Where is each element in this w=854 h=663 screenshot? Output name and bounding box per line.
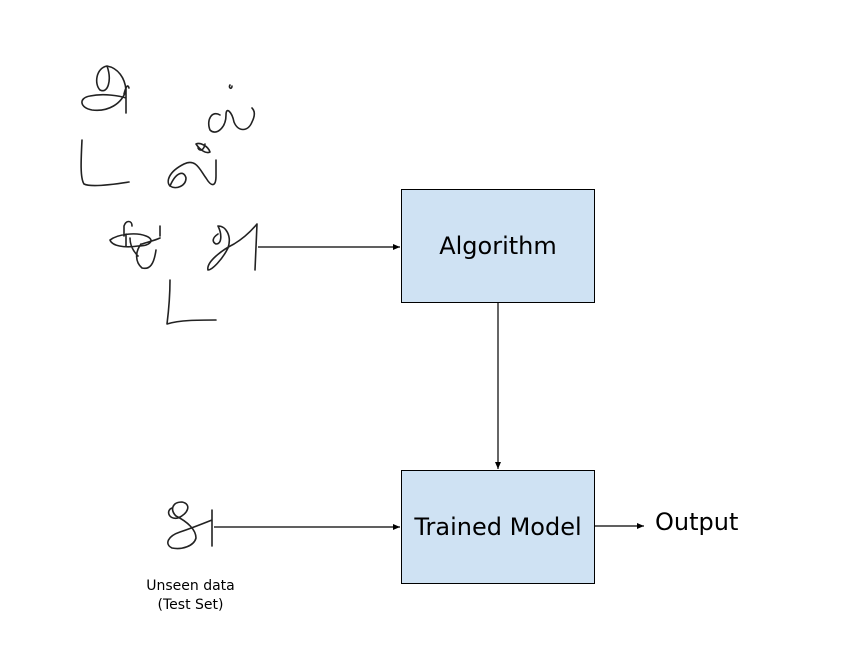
handwritten-test-char [167, 501, 213, 550]
unseen-data-line2: (Test Set) [157, 597, 224, 613]
handwritten-char [80, 139, 130, 187]
unseen-data-caption: Unseen data (Test Set) [133, 577, 248, 615]
handwritten-char [207, 223, 258, 271]
handwritten-char [109, 220, 161, 270]
handwritten-training-samples [80, 65, 258, 325]
handwritten-char [207, 84, 256, 133]
handwritten-char [167, 142, 217, 189]
handwritten-char [81, 65, 130, 114]
algorithm-node: Algorithm [401, 189, 595, 303]
algorithm-label: Algorithm [439, 232, 557, 260]
trained-model-node: Trained Model [401, 470, 595, 584]
unseen-data-line1: Unseen data [146, 578, 235, 594]
handwritten-char [166, 279, 217, 325]
trained-model-label: Trained Model [414, 513, 582, 541]
output-label: Output [655, 508, 739, 536]
